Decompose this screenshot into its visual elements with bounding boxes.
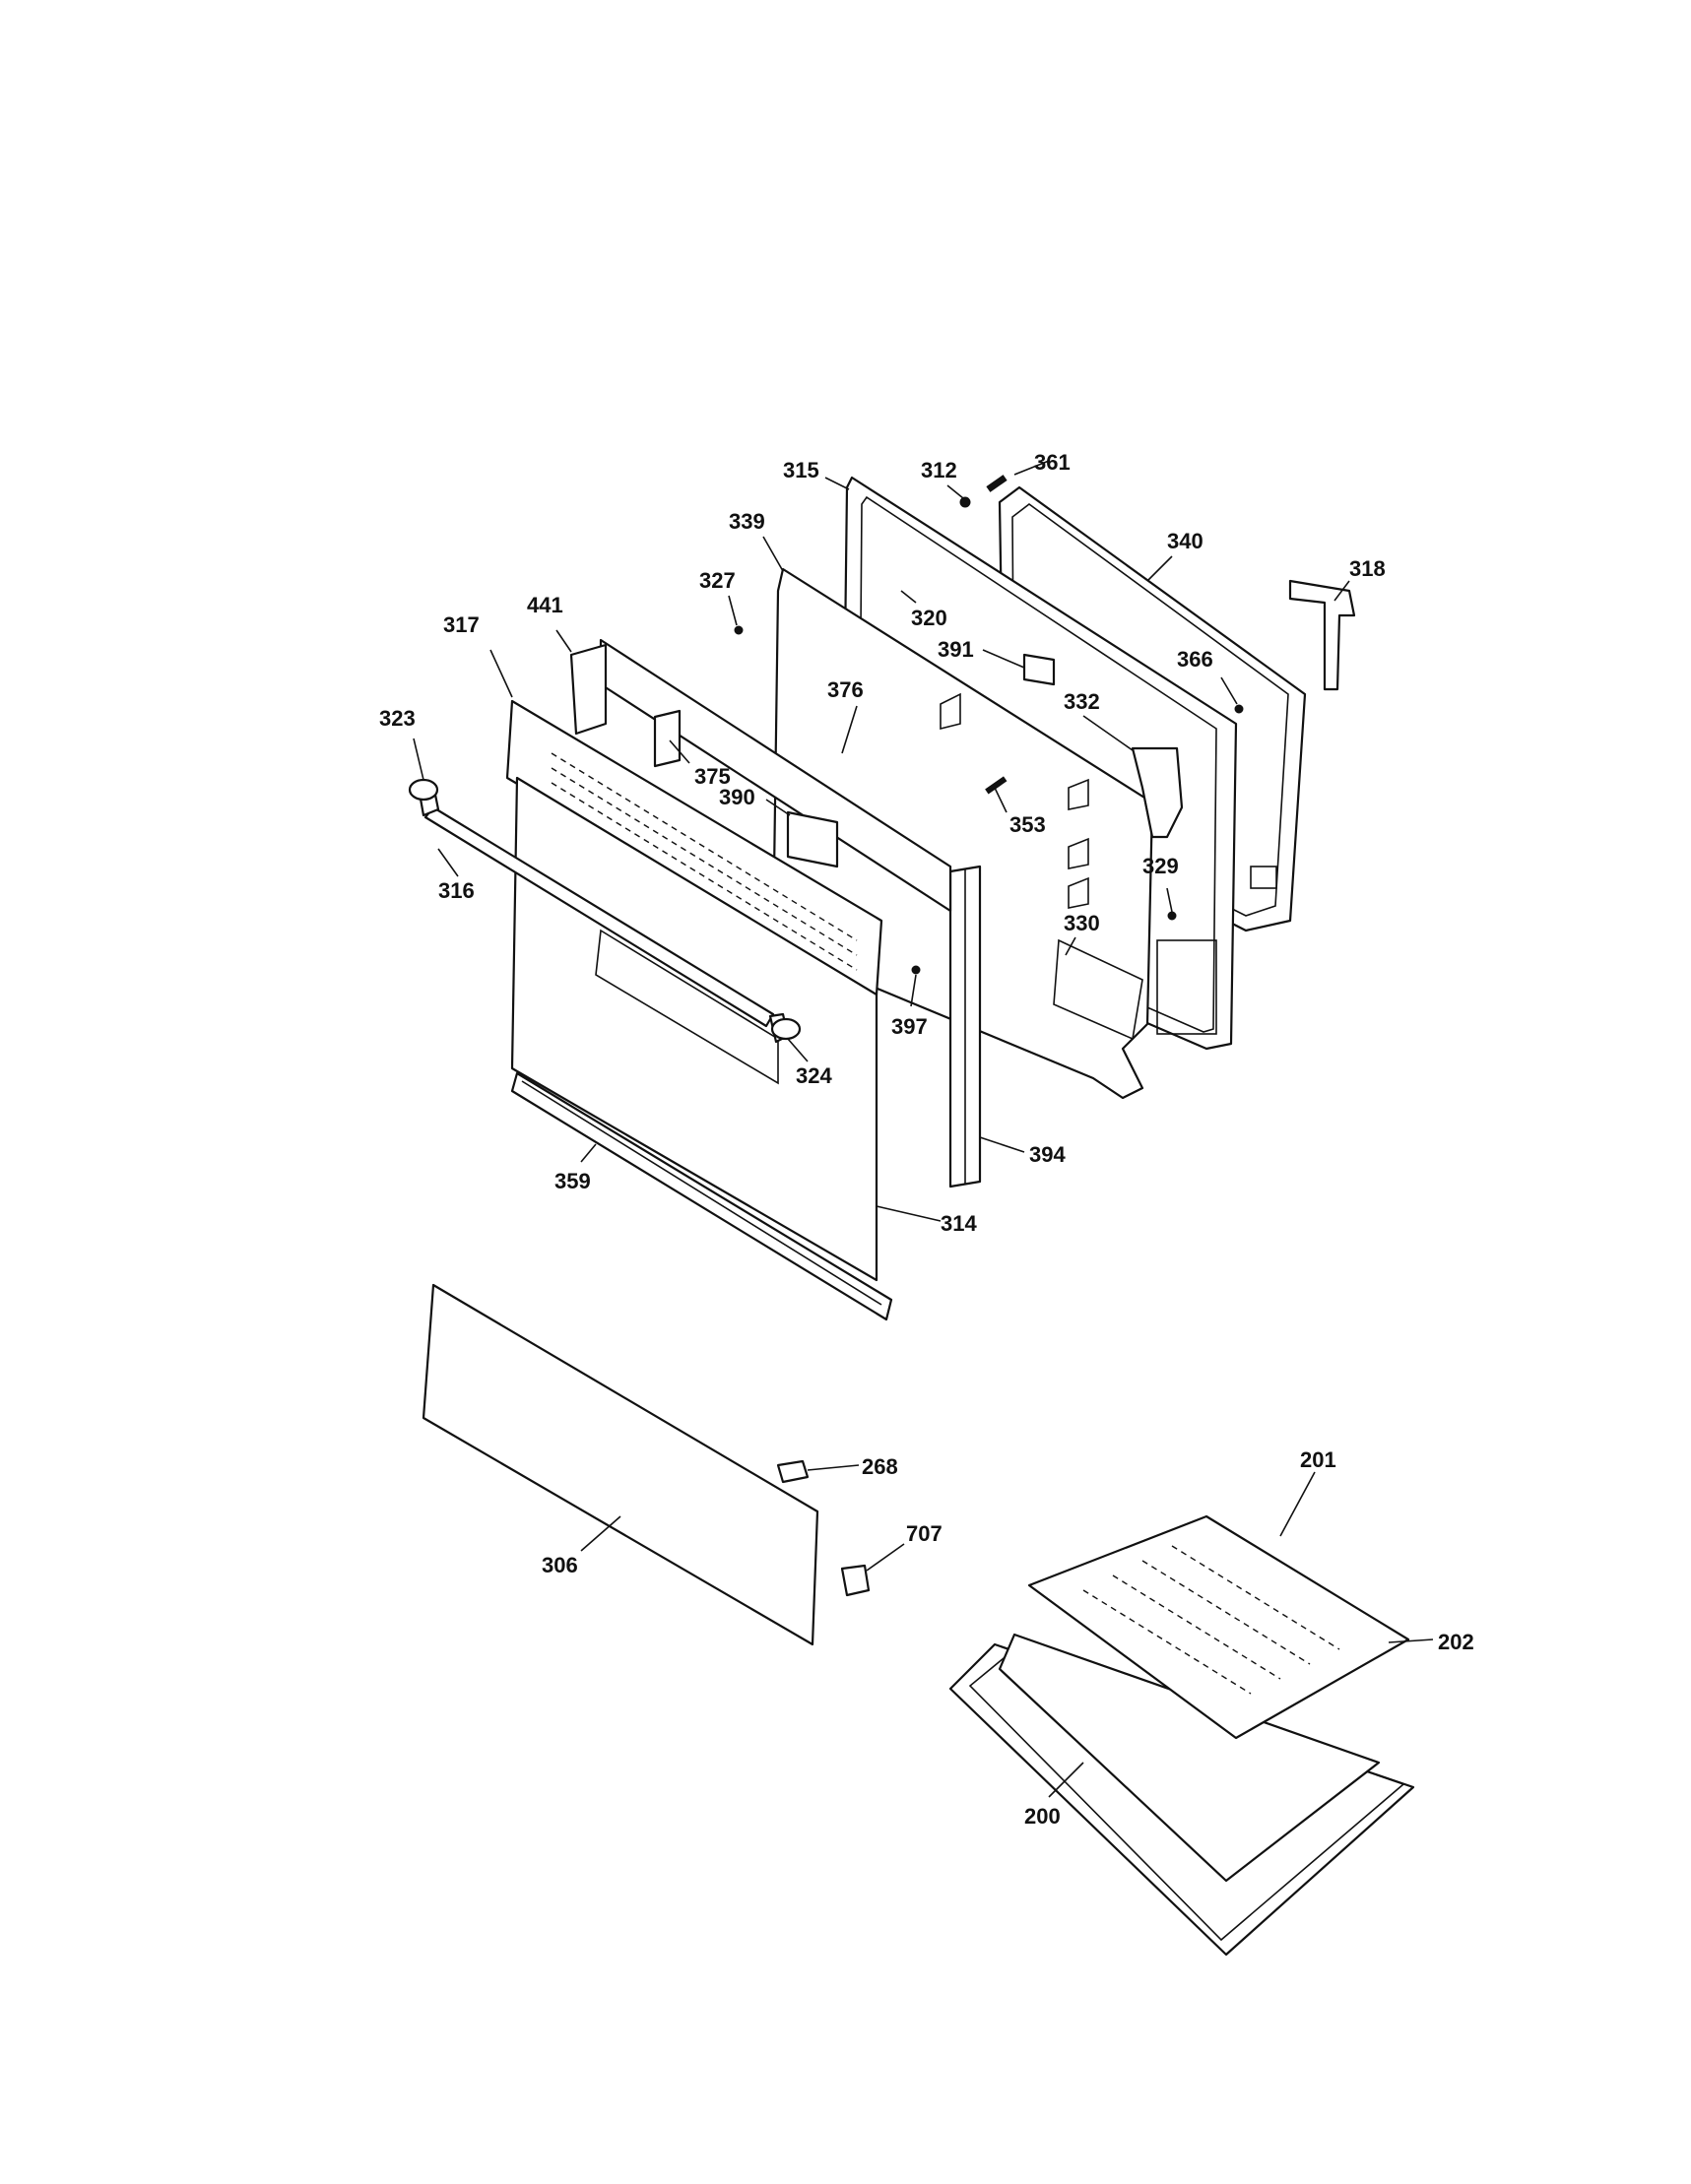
- part-359-bottom-trim: [510, 1071, 893, 1321]
- part-323-end-cap: [408, 778, 439, 802]
- callout-376: 376: [827, 677, 864, 702]
- part-391-bracket: [1022, 653, 1056, 686]
- part-306-drawer-panel: [422, 1283, 819, 1646]
- part-268-clip: [776, 1459, 810, 1484]
- callout-314: 314: [941, 1211, 977, 1236]
- callout-324: 324: [796, 1063, 832, 1088]
- callout-390: 390: [719, 785, 755, 809]
- part-327-screw: [734, 625, 744, 635]
- callout-366: 366: [1177, 647, 1213, 672]
- part-312-screw: [959, 496, 971, 508]
- callout-361: 361: [1034, 450, 1071, 475]
- callout-200: 200: [1024, 1804, 1061, 1829]
- callout-359: 359: [554, 1169, 591, 1193]
- callout-394: 394: [1029, 1142, 1066, 1167]
- callout-202: 202: [1438, 1630, 1474, 1654]
- callout-340: 340: [1167, 529, 1203, 553]
- part-361-pin: [986, 475, 1008, 492]
- callout-391: 391: [938, 637, 974, 662]
- callout-339: 339: [729, 509, 765, 534]
- callout-707: 707: [906, 1521, 943, 1546]
- part-397-screw: [911, 965, 921, 975]
- callout-323: 323: [379, 706, 416, 731]
- callout-330: 330: [1064, 911, 1100, 935]
- callout-397: 397: [891, 1014, 928, 1039]
- callout-316: 316: [438, 878, 475, 903]
- part-314-outer-door-panel: [510, 776, 878, 1282]
- callout-329: 329: [1142, 854, 1179, 878]
- part-707-clip: [840, 1564, 871, 1597]
- callout-315: 315: [783, 458, 819, 482]
- leader-lines: [413, 460, 1434, 1798]
- callout-441: 441: [527, 593, 563, 617]
- callout-317: 317: [443, 612, 480, 637]
- callout-268: 268: [862, 1454, 898, 1479]
- part-390-bracket: [786, 810, 839, 868]
- callout-306: 306: [542, 1553, 578, 1577]
- part-201-broiler-grid: [1027, 1514, 1410, 1740]
- part-441-rail-frame: [569, 638, 952, 913]
- callout-320: 320: [911, 606, 947, 630]
- callout-353: 353: [1009, 812, 1046, 837]
- callout-labels: 315 312 361 339 340 318 327 320 441 317 …: [379, 450, 1474, 1829]
- part-353-pin: [985, 776, 1008, 795]
- part-318-gasket: [1288, 579, 1356, 691]
- callout-312: 312: [921, 458, 957, 482]
- part-329-screw: [1167, 911, 1177, 921]
- callout-332: 332: [1064, 689, 1100, 714]
- part-324-end-cap: [770, 1017, 802, 1041]
- callout-201: 201: [1300, 1447, 1336, 1472]
- callout-375: 375: [694, 764, 731, 789]
- part-394-side-channel: [948, 865, 982, 1188]
- callout-327: 327: [699, 568, 736, 593]
- callout-318: 318: [1349, 556, 1386, 581]
- part-332-bracket: [1131, 746, 1184, 839]
- part-366-screw: [1234, 704, 1244, 714]
